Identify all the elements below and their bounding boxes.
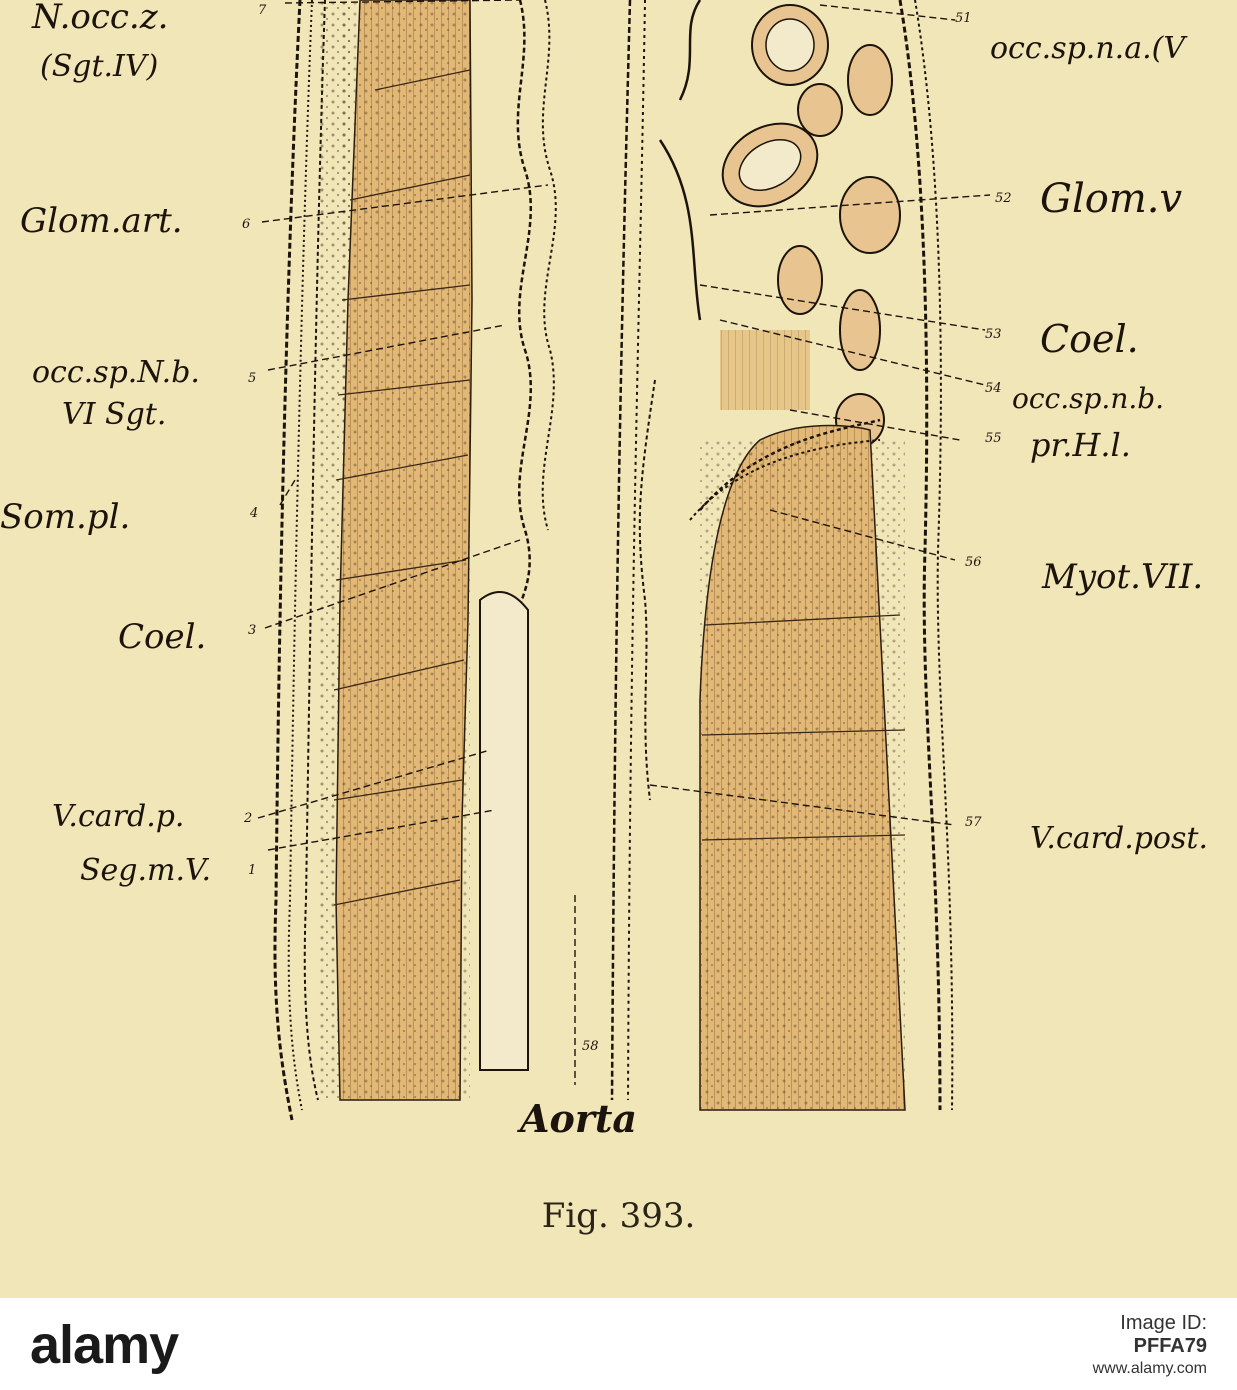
svg-text:57: 57 bbox=[965, 815, 982, 830]
label-pr-h-l: pr.H.l. bbox=[1030, 426, 1131, 464]
label-v-card-post: V.card.post. bbox=[1030, 821, 1208, 856]
svg-text:1: 1 bbox=[248, 863, 256, 878]
svg-text:2: 2 bbox=[243, 811, 252, 826]
right-labels: 51 occ.sp.n.a.(V 52 Glom.v 53 Coel. 54 o… bbox=[955, 11, 1208, 856]
label-coel-left: Coel. bbox=[118, 617, 206, 657]
label-aorta: Aorta bbox=[517, 1096, 637, 1141]
svg-text:6: 6 bbox=[242, 217, 250, 232]
svg-text:53: 53 bbox=[985, 327, 1002, 342]
label-sgt-iv: (Sgt.IV) bbox=[40, 49, 158, 84]
stock-id-block: Image ID: PFFA79 bbox=[1120, 1312, 1207, 1358]
svg-text:3: 3 bbox=[248, 623, 256, 638]
label-occ-sp-n-b: occ.sp.N.b. bbox=[32, 355, 200, 390]
label-coel-right: Coel. bbox=[1040, 317, 1139, 361]
stock-id-label: Image ID: bbox=[1120, 1312, 1207, 1334]
svg-text:52: 52 bbox=[995, 191, 1012, 206]
svg-text:7: 7 bbox=[258, 3, 267, 18]
right-myotome-column bbox=[689, 418, 906, 1111]
label-occ-sp-n-b-right: occ.sp.n.b. bbox=[1012, 382, 1164, 415]
right-body-wall bbox=[610, 0, 954, 1111]
svg-text:55: 55 bbox=[985, 431, 1002, 446]
label-myot-vii: Myot.VII. bbox=[1041, 557, 1203, 597]
left-vessel-chain bbox=[479, 0, 557, 1071]
svg-text:56: 56 bbox=[965, 555, 982, 570]
left-leader-lines bbox=[257, 0, 549, 851]
svg-text:4: 4 bbox=[249, 506, 258, 521]
label-som-pl: Som.pl. bbox=[0, 497, 130, 537]
anatomical-section-figure: N.occ.z. 7 (Sgt.IV) Glom.art. 6 occ.sp.N… bbox=[0, 0, 1208, 1141]
svg-text:5: 5 bbox=[248, 371, 256, 386]
left-labels: N.occ.z. 7 (Sgt.IV) Glom.art. 6 occ.sp.N… bbox=[0, 0, 267, 888]
left-myotome-column bbox=[333, 0, 473, 1101]
label-occ-sp-n-a: occ.sp.n.a.(V bbox=[990, 31, 1188, 66]
right-leader-lines bbox=[574, 4, 991, 1085]
figure-caption: Fig. 393. bbox=[541, 1196, 696, 1236]
svg-text:51: 51 bbox=[955, 11, 972, 26]
label-vi-sgt: VI Sgt. bbox=[62, 397, 166, 432]
stock-id-value: PFFA79 bbox=[1133, 1335, 1207, 1357]
svg-text:58: 58 bbox=[582, 1039, 599, 1054]
label-glom-art: Glom.art. bbox=[20, 201, 183, 241]
svg-text:54: 54 bbox=[985, 381, 1002, 396]
watermark-footer: alamy Image ID: PFFA79 www.alamy.com bbox=[0, 1298, 1237, 1390]
label-v-card-p: V.card.p. bbox=[52, 799, 184, 834]
watermark-url: www.alamy.com bbox=[1092, 1360, 1207, 1377]
label-seg-m-v: Seg.m.V. bbox=[80, 853, 211, 888]
bottom-label: 58 Aorta bbox=[517, 1039, 637, 1141]
right-glomerulus-cluster bbox=[658, 0, 901, 447]
label-glom-v: Glom.v bbox=[1040, 176, 1182, 222]
alamy-logo: alamy bbox=[30, 1315, 179, 1375]
label-n-occ-z: N.occ.z. bbox=[31, 0, 168, 37]
